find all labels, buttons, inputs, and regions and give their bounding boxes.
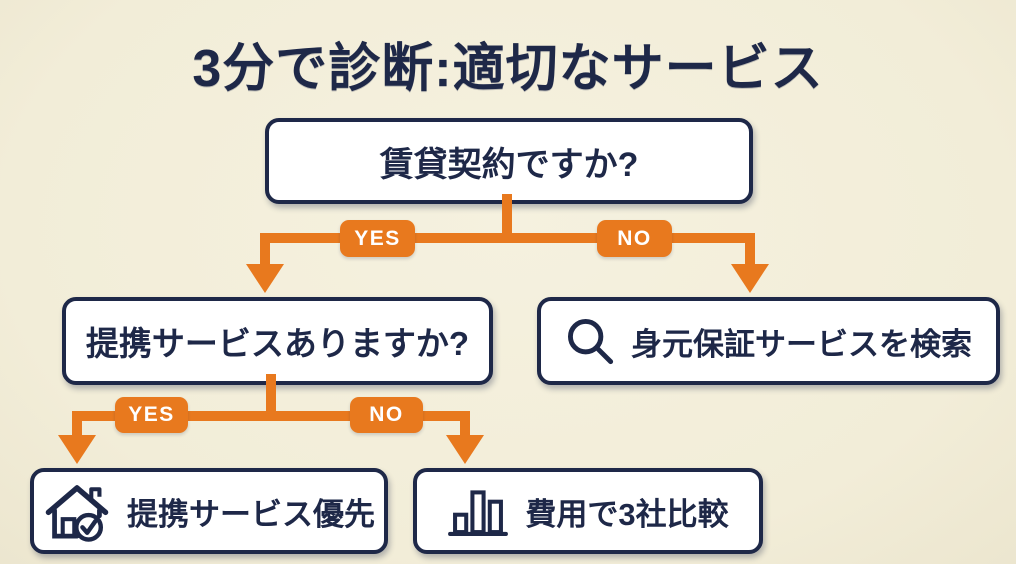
branch-label-no-1: NO (597, 220, 672, 257)
arrow-down-icon (246, 264, 284, 293)
search-icon (565, 316, 615, 366)
branch-label-no-2: NO (350, 397, 423, 433)
connector-stub-1 (502, 194, 512, 238)
connector-hline-2 (72, 411, 470, 421)
flow-node-compare-result: 費用で3社比較 (413, 468, 763, 554)
connector-drop-no-2 (460, 411, 470, 437)
branch-label-yes-2: YES (115, 397, 188, 433)
connector-stub-2 (266, 374, 276, 421)
flow-node-partner-result: 提携サービス優先 (30, 468, 388, 554)
flow-node-label: 提携サービス優先 (127, 496, 375, 532)
flow-node-label: 賃貸契約ですか? (379, 145, 639, 184)
branch-label-yes-1: YES (340, 220, 415, 257)
connector-hline-1 (260, 233, 755, 243)
flow-node-partner-question: 提携サービスありますか? (62, 297, 493, 385)
flow-node-label: 費用で3社比較 (525, 496, 729, 532)
flow-node-label: 提携サービスありますか? (85, 325, 470, 362)
connector-drop-yes-2 (72, 411, 82, 437)
arrow-down-icon (731, 264, 769, 293)
bar-chart-icon (447, 484, 509, 538)
flow-node-rental-question: 賃貸契約ですか? (265, 118, 753, 204)
arrow-down-icon (446, 435, 484, 464)
flow-node-label: 身元保証サービスを検索 (631, 326, 972, 362)
connector-drop-yes-1 (260, 233, 270, 267)
connector-drop-no-1 (745, 233, 755, 267)
house-check-icon (43, 480, 111, 542)
page-title: 3分で診断:適切なサービス (192, 39, 824, 98)
arrow-down-icon (58, 435, 96, 464)
flow-node-search-result: 身元保証サービスを検索 (537, 297, 1000, 385)
